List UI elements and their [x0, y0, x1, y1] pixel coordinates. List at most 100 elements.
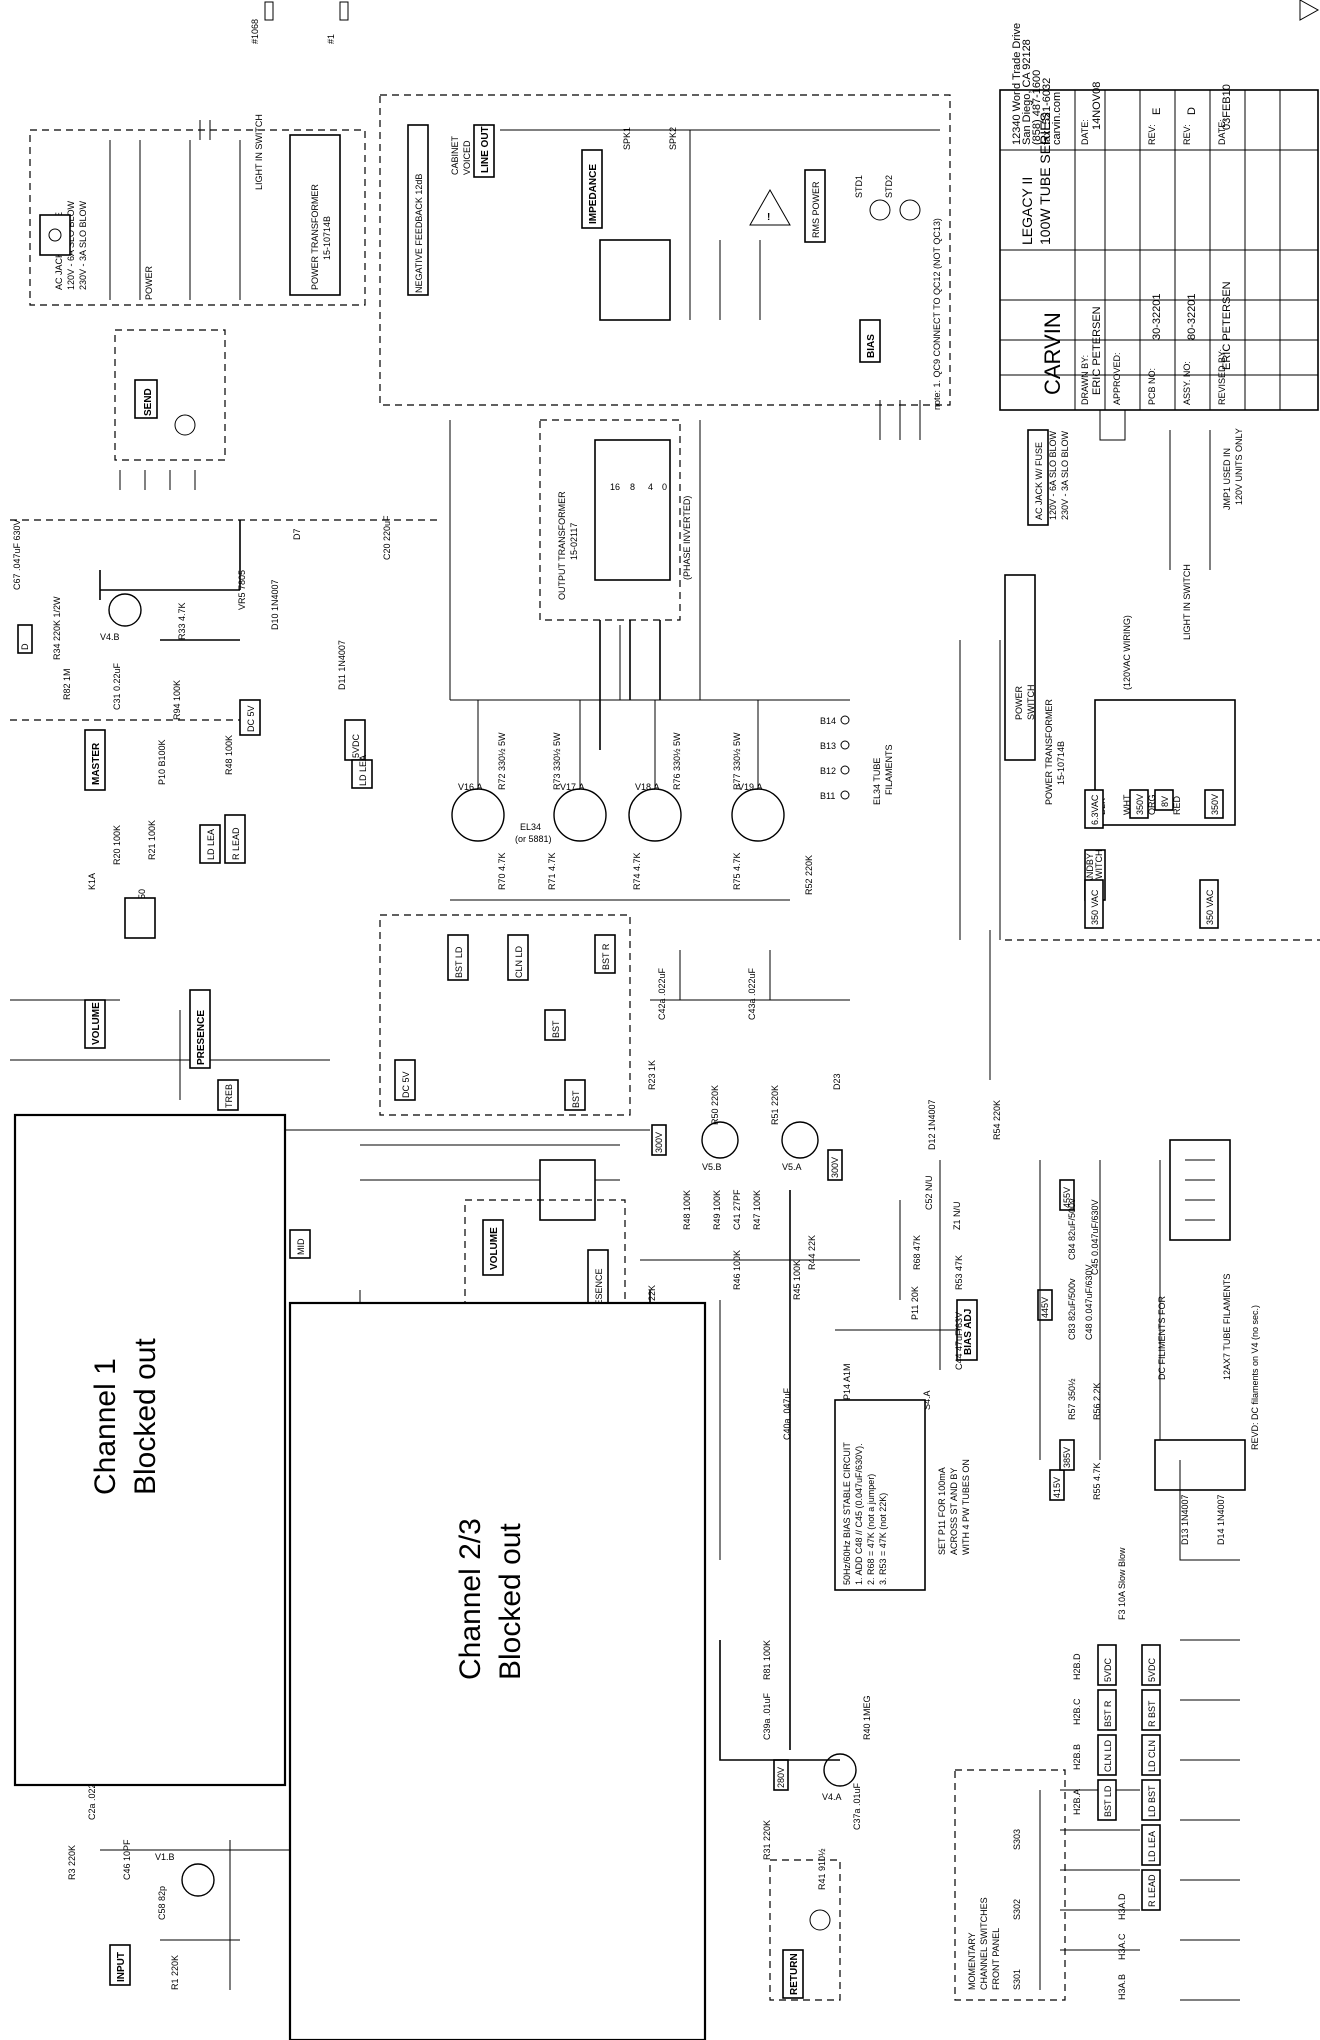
svg-text:14NOV08: 14NOV08	[1091, 82, 1103, 130]
svg-text:V17.A: V17.A	[560, 782, 585, 792]
svg-text:C84 82uF/500v: C84 82uF/500v	[1067, 1198, 1077, 1260]
svg-text:C48 0.047uF/630V: C48 0.047uF/630V	[1084, 1264, 1094, 1340]
svg-text:ACROSS ST AND BY: ACROSS ST AND BY	[949, 1468, 959, 1555]
svg-text:LD LEA: LD LEA	[358, 755, 368, 786]
svg-text:350 VAC: 350 VAC	[1090, 889, 1100, 925]
tube-note: note: 1. QC9 CONNECT TO QC12 (NOT QC13)	[932, 218, 942, 410]
svg-text:WITH 4 PW TUBES ON: WITH 4 PW TUBES ON	[961, 1459, 971, 1555]
svg-text:C31 0.22uF: C31 0.22uF	[112, 662, 122, 710]
svg-text:C37a .01uF: C37a .01uF	[852, 1782, 862, 1830]
svg-text:R3 220K: R3 220K	[67, 1845, 77, 1880]
svg-text:300V: 300V	[654, 1132, 664, 1153]
svg-text:80-32201: 80-32201	[1186, 294, 1198, 341]
svg-text:(PHASE INVERTED): (PHASE INVERTED)	[682, 496, 692, 580]
svg-text:INPUT: INPUT	[116, 1952, 127, 1982]
svg-text:H3A.B: H3A.B	[1117, 1974, 1127, 2000]
svg-text:R54 220K: R54 220K	[992, 1100, 1002, 1140]
svg-text:TREB: TREB	[224, 1084, 234, 1108]
svg-text:D14 1N4007: D14 1N4007	[1216, 1494, 1226, 1545]
svg-text:SWITCH: SWITCH	[1026, 685, 1036, 721]
svg-text:50Hz/60Hz BIAS STABLE CIRCUIT: 50Hz/60Hz BIAS STABLE CIRCUIT	[842, 1442, 852, 1585]
svg-text:REVISED BY:: REVISED BY:	[1217, 349, 1227, 405]
svg-text:V4.B: V4.B	[100, 632, 120, 642]
svg-text:R52 220K: R52 220K	[804, 855, 814, 895]
svg-text:LD CLN: LD CLN	[1147, 1740, 1157, 1772]
channel-1-blocked: Channel 1 Blocked out	[13, 1113, 287, 1787]
svg-text:R50 220K: R50 220K	[710, 1085, 720, 1125]
svg-text:R94 100K: R94 100K	[172, 680, 182, 720]
svg-text:JMP1 USED IN: JMP1 USED IN	[1222, 448, 1232, 510]
svg-text:1. ADD C48 // C45 (0.047uF/630: 1. ADD C48 // C45 (0.047uF/630V).	[854, 1443, 864, 1585]
svg-text:SPK2: SPK2	[668, 127, 678, 150]
power-tube-v16	[451, 788, 505, 842]
channel-23-title: Channel 2/3	[454, 1518, 487, 1680]
svg-text:DC 5V: DC 5V	[401, 1071, 411, 1098]
svg-text:B14: B14	[820, 716, 836, 726]
svg-text:R76 330½ 5W: R76 330½ 5W	[672, 732, 682, 790]
dc-filaments: DC FILIMENTS FOR 12AX7 TUBE FILAMENTS RE…	[1117, 1139, 1260, 1620]
bias-circuit: BIAS ADJ P14 A1M S4.A C44 47uF/63V R53 4…	[835, 1099, 1161, 1501]
svg-text:R20 100K: R20 100K	[112, 825, 122, 865]
svg-text:B12: B12	[820, 766, 836, 776]
svg-text:AC JACK W/ FUSE: AC JACK W/ FUSE	[1034, 442, 1044, 520]
mark-1068: #1068	[250, 19, 260, 44]
svg-text:R41 910½: R41 910½	[817, 1848, 827, 1890]
ac-power-block-top: POWER TRANSFORMER 15-10714B AC JACK W/ F…	[29, 114, 366, 306]
svg-text:15-02117: 15-02117	[569, 523, 579, 560]
tube-v5b	[701, 1121, 739, 1159]
svg-text:B11: B11	[820, 791, 835, 801]
svg-text:H3A.C: H3A.C	[1117, 1933, 1127, 1960]
svg-text:LD BST: LD BST	[1147, 1785, 1157, 1817]
brand-logo: CARVIN	[1040, 312, 1065, 395]
svg-text:C39a .01uF: C39a .01uF	[762, 1692, 772, 1740]
svg-text:WHT: WHT	[1122, 794, 1132, 815]
svg-text:R73 330½ 5W: R73 330½ 5W	[552, 732, 562, 790]
tube-v1b	[181, 1863, 215, 1897]
svg-text:D11 1N4007: D11 1N4007	[337, 640, 347, 690]
svg-text:(120VAC WIRING): (120VAC WIRING)	[1122, 615, 1132, 690]
bias-label: BIAS	[866, 334, 877, 358]
svg-text:LD LEA: LD LEA	[1147, 1831, 1157, 1862]
svg-text:APPROVED:: APPROVED:	[1112, 352, 1122, 405]
svg-text:C43a .022uF: C43a .022uF	[747, 967, 757, 1020]
svg-text:R77 330½ 5W: R77 330½ 5W	[732, 732, 742, 790]
svg-text:R68 47K: R68 47K	[912, 1235, 922, 1270]
svg-text:R56 2.2K: R56 2.2K	[1092, 1382, 1102, 1420]
svg-text:03FEB10: 03FEB10	[1221, 84, 1233, 130]
svg-text:R44 22K: R44 22K	[807, 1235, 817, 1270]
svg-text:REV:: REV:	[1147, 124, 1157, 145]
svg-text:SPK1: SPK1	[622, 127, 632, 150]
svg-text:R82 1M: R82 1M	[62, 668, 72, 700]
svg-text:CLN LD: CLN LD	[514, 945, 524, 978]
svg-text:R47 100K: R47 100K	[752, 1190, 762, 1230]
svg-text:R1 220K: R1 220K	[170, 1955, 180, 1990]
svg-text:C44 47uF/63V: C44 47uF/63V	[954, 1312, 964, 1370]
svg-text:P10 B100K: P10 B100K	[157, 739, 167, 785]
svg-text:30-32201: 30-32201	[1151, 294, 1163, 341]
svg-text:C20 220uF: C20 220uF	[382, 515, 392, 560]
title-block: CARVIN 12340 World Trade Drive San Diego…	[999, 23, 1319, 411]
svg-text:OUTPUT TRANSFORMER: OUTPUT TRANSFORMER	[557, 491, 567, 600]
svg-text:REVD: DC filaments on V4 (no s: REVD: DC filaments on V4 (no sec.)	[1250, 1305, 1260, 1450]
svg-text:DC FILIMENTS FOR: DC FILIMENTS FOR	[1157, 1295, 1167, 1380]
svg-text:D10 1N4007: D10 1N4007	[270, 579, 280, 630]
svg-text:445V: 445V	[1040, 1297, 1050, 1318]
svg-text:300V: 300V	[830, 1157, 840, 1178]
svg-text:4: 4	[648, 482, 653, 492]
svg-text:H3A.D: H3A.D	[1117, 1893, 1127, 1920]
svg-text:415V: 415V	[1052, 1477, 1062, 1498]
model-name: LEGACY II	[1019, 177, 1035, 245]
svg-text:C46 10PF: C46 10PF	[122, 1839, 132, 1880]
svg-text:12340 World Trade Drive: 12340 World Trade Drive	[1011, 23, 1023, 145]
svg-text:R70 4.7K: R70 4.7K	[497, 852, 507, 890]
svg-text:R LEAD: R LEAD	[231, 827, 241, 860]
svg-text:SWITCH: SWITCH	[1094, 850, 1104, 886]
svg-text:R BST: R BST	[1147, 1700, 1157, 1727]
svg-text:R74 4.7K: R74 4.7K	[632, 852, 642, 890]
svg-text:DC 5V: DC 5V	[246, 705, 256, 732]
send-tag	[134, 379, 158, 419]
svg-text:R21 100K: R21 100K	[147, 820, 157, 860]
svg-text:STANDBY: STANDBY	[1085, 853, 1095, 895]
power-tube-v19	[731, 788, 785, 842]
